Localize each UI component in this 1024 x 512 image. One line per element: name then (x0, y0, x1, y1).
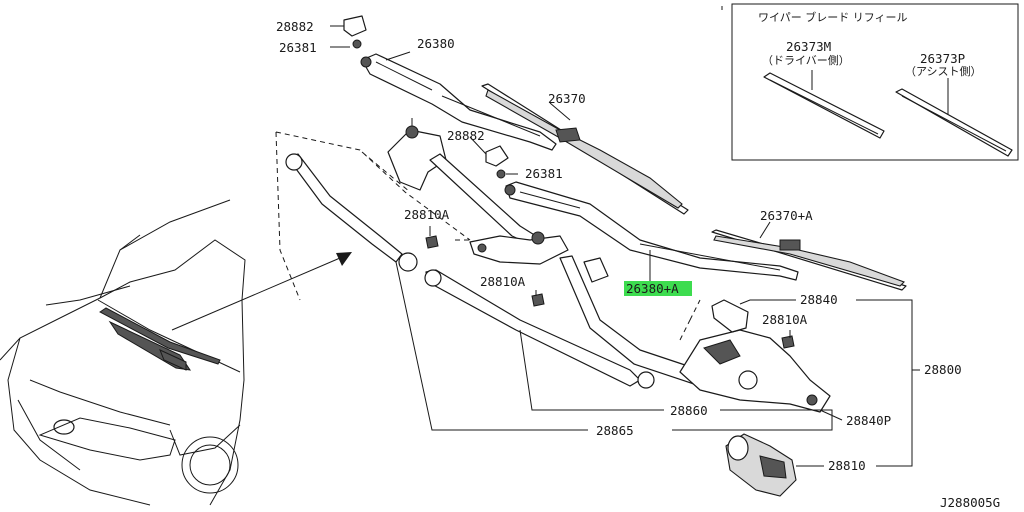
bolt-28810a-2 (531, 293, 545, 307)
label-26370: 26370 (548, 91, 586, 106)
label-28810a-1: 28810A (404, 207, 450, 222)
label-26373m: 26373M (786, 39, 831, 54)
car-illustration (0, 199, 246, 506)
car-wiper-arm (99, 307, 221, 365)
note-driver-side: （ドライバー側） (762, 54, 850, 67)
note-passenger-side: （アシスト側） (905, 65, 982, 78)
pointer-arrow (171, 252, 352, 331)
pivot-cap-top (343, 15, 367, 49)
label-28810: 28810 (828, 458, 866, 473)
refill-inset: ワイパー ブレード リフィール 26373M （ドライバー側） 26373P （… (721, 3, 1019, 161)
wiper-arm-26380a (504, 181, 799, 281)
inset-title: ワイパー ブレード リフィール (758, 10, 908, 24)
label-26373p: 26373P (920, 51, 965, 66)
label-28840p: 28840P (846, 413, 891, 428)
part-labels: 28882 26381 26380 26370 28882 26381 2881… (276, 19, 1000, 510)
label-28882-mid: 28882 (447, 128, 485, 143)
label-28800: 28800 (924, 362, 962, 377)
wiper-arm-26380 (360, 53, 557, 151)
label-26380a: 26380+A (626, 281, 679, 296)
pivot-cap-mid (485, 145, 509, 179)
label-28865: 28865 (596, 423, 634, 438)
label-28840: 28840 (800, 292, 838, 307)
label-26380: 26380 (417, 36, 455, 51)
bolt-28810a-3 (781, 335, 795, 349)
wiper-linkage (285, 118, 707, 389)
wiper-motor (725, 433, 797, 497)
label-26381-top: 26381 (279, 40, 317, 55)
label-28882-top: 28882 (276, 19, 314, 34)
bolt-28810a-1 (425, 235, 439, 249)
highlight-26380a (624, 281, 692, 296)
leader-lines (330, 25, 920, 467)
phantom-outline (275, 131, 471, 301)
diagram-code: J288005G (940, 495, 1000, 510)
wiper-blade-26370 (481, 83, 689, 215)
label-28810a-3: 28810A (762, 312, 808, 327)
label-28860: 28860 (670, 403, 708, 418)
refill-strip-passenger (895, 88, 1013, 157)
motor-bracket (679, 299, 831, 413)
clip-28840 (711, 299, 749, 333)
wiper-blade-26370a (711, 229, 907, 291)
label-26370a: 26370+A (760, 208, 813, 223)
car-emblem (53, 419, 75, 435)
label-26381-mid: 26381 (525, 166, 563, 181)
label-28810a-2: 28810A (480, 274, 526, 289)
